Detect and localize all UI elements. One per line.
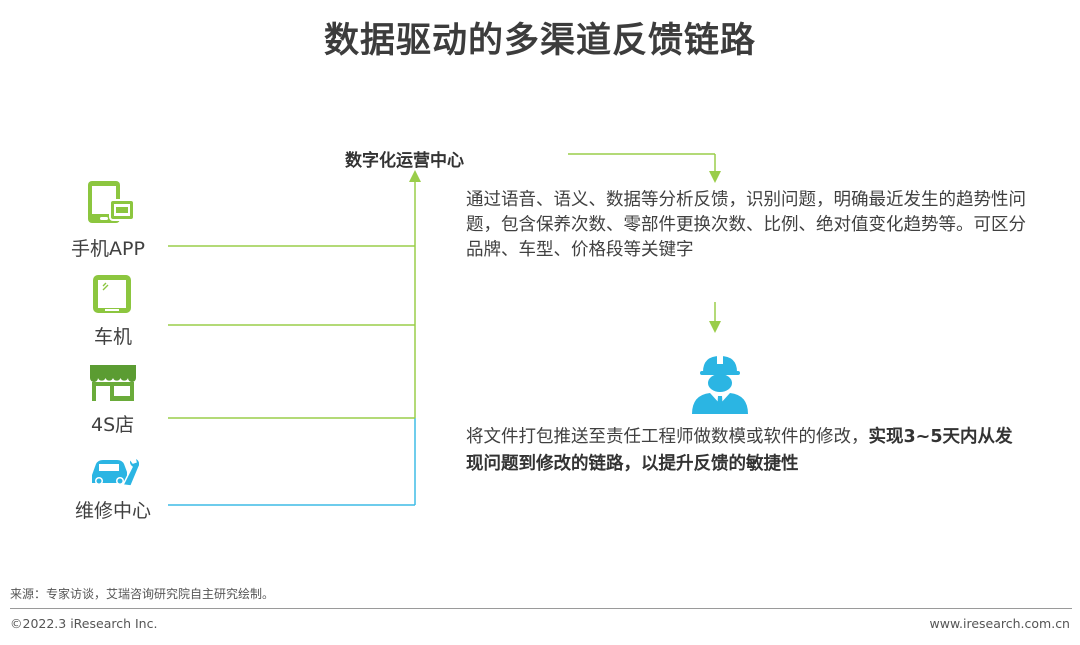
mobile-tablet-icon <box>88 181 135 223</box>
store-icon <box>90 365 136 401</box>
arrow-down-to-analysis <box>709 171 721 183</box>
website-link[interactable]: www.iresearch.com.cn <box>929 616 1071 631</box>
arrow-down-to-engineer <box>709 321 721 333</box>
arrow-up-to-center <box>409 170 421 182</box>
car-tablet-icon <box>93 275 131 313</box>
action-text-normal: 将文件打包推送至责任工程师做数模或软件的修改， <box>466 427 869 447</box>
source-note: 来源：专家访谈，艾瑞咨询研究院自主研究绘制。 <box>10 587 275 601</box>
center-label: 数字化运营中心 <box>345 151 464 171</box>
analysis-description: 通过语音、语义、数据等分析反馈，识别问题，明确最近发生的趋势性问题，包含保养次数… <box>466 190 1026 260</box>
car-wrench-icon <box>92 457 139 487</box>
channel-label-car: 车机 <box>94 326 133 348</box>
engineer-icon <box>692 354 748 414</box>
channel-label-repair: 维修中心 <box>75 500 152 522</box>
action-text-bold: 实现3~5天内从发现问题到修改的链路，以提升反馈的敏捷性 <box>466 427 1013 474</box>
footer-divider <box>10 608 1072 609</box>
channel-label-app: 手机APP <box>71 238 145 260</box>
page-title: 数据驱动的多渠道反馈链路 <box>323 21 756 61</box>
copyright-text: ©2022.3 iResearch Inc. <box>10 616 158 631</box>
channel-label-4s: 4S店 <box>91 414 135 436</box>
action-description: 将文件打包推送至责任工程师做数模或软件的修改，实现3~5天内从发现问题到修改的链… <box>466 424 1026 478</box>
